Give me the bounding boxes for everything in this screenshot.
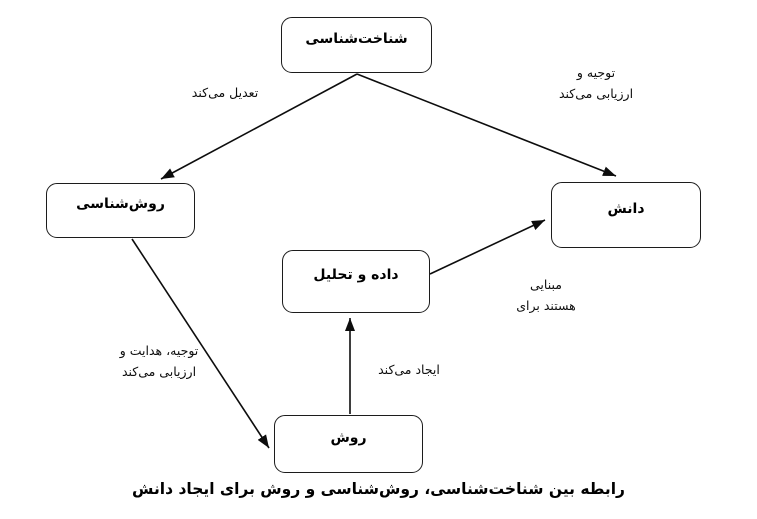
arrow-data-analysis-to-knowledge [429, 219, 546, 275]
node-data-analysis: داده و تحلیل [282, 250, 430, 313]
node-methodology-label: روش‌شناسی [76, 196, 165, 212]
arrow-epistemology-to-knowledge [356, 73, 617, 177]
edge-label-creates: ایجاد می‌کند [378, 362, 440, 377]
node-knowledge: دانش [551, 182, 701, 248]
node-epistemology-label: شناخت‌شناسی [305, 30, 408, 47]
node-method: روش [274, 415, 423, 473]
edge-label-justifies-guides-evaluates: توجیه، هدایت و ارزیابی می‌کند [119, 343, 199, 379]
node-epistemology: شناخت‌شناسی [281, 17, 432, 73]
node-methodology: روش‌شناسی [46, 183, 195, 238]
arrow-epistemology-to-methodology [160, 73, 358, 180]
edge-label-modifies: تعدیل می‌کند [191, 85, 259, 100]
node-data-analysis-label: داده و تحلیل [313, 267, 399, 283]
edge-label-justifies-evaluates: توجیه و ارزیابی می‌کند [558, 65, 634, 101]
arrow-methodology-to-method [131, 238, 270, 449]
node-method-label: روش [330, 429, 367, 446]
diagram-caption: رابطه بین شناخت‌شناسی، روش‌شناسی و روش ب… [132, 480, 625, 498]
edge-label-basis-for: مبنایی هستند برای [516, 277, 576, 313]
node-knowledge-label: دانش [607, 200, 645, 217]
